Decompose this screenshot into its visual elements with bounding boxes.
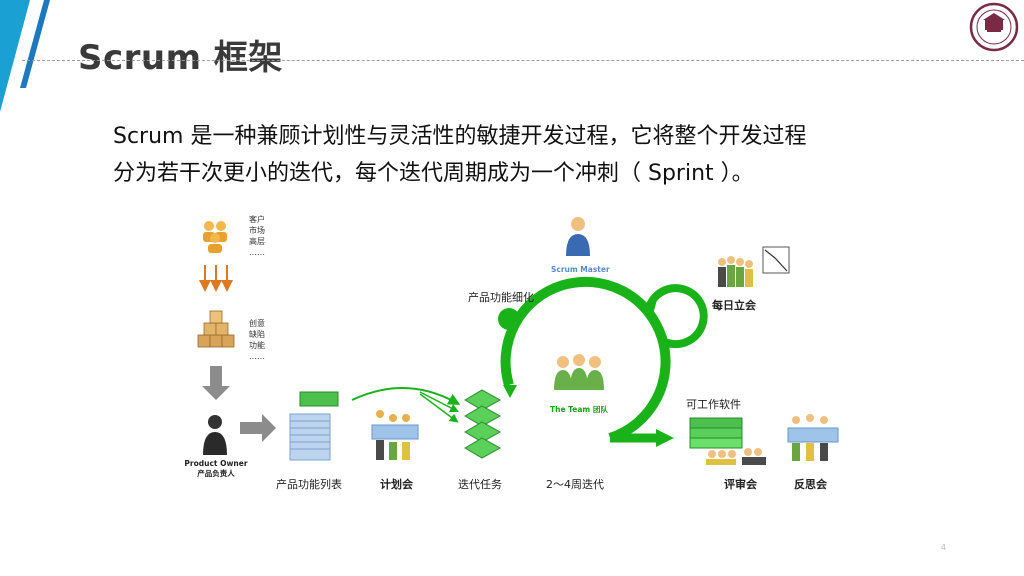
boxes-icon — [197, 310, 235, 348]
intro-paragraph: Scrum 是一种兼顾计划性与灵活性的敏捷开发过程，它将整个开发过程 分为若干次… — [113, 118, 943, 192]
university-seal-icon — [969, 2, 1019, 52]
refinement-dot — [498, 308, 520, 330]
daily-standup-icon — [718, 256, 753, 287]
review-meeting-icon — [706, 448, 766, 465]
product-owner-icon — [203, 415, 227, 455]
planning-meeting-label: 计划会 — [380, 478, 413, 491]
burndown-chart-icon — [762, 246, 790, 274]
review-meeting-label: 评审会 — [724, 478, 757, 491]
sprint-length-label: 2～4周迭代 — [546, 478, 604, 491]
gray-down-arrow-icon — [202, 366, 230, 400]
scrum-master-label: Scrum Master — [551, 265, 610, 274]
title-divider — [22, 60, 1024, 61]
refinement-label: 产品功能细化 — [468, 291, 534, 304]
retrospective-meeting-icon — [787, 414, 839, 461]
intro-line-2: 分为若干次更小的迭代，每个迭代周期成为一个冲刺（ Sprint ）。 — [113, 161, 754, 186]
working-software-icon — [689, 417, 743, 449]
inputs-label: 创意缺陷 功能…… — [249, 319, 265, 361]
daily-cycle-arrow — [644, 284, 708, 349]
slide-title: Scrum 框架 — [78, 38, 283, 78]
page-number: 4 — [940, 543, 946, 552]
gray-right-arrow-icon — [240, 414, 276, 442]
sprint-backlog-label: 迭代任务 — [458, 478, 502, 491]
retrospective-label: 反思会 — [794, 478, 827, 491]
daily-standup-label: 每日立会 — [712, 299, 756, 312]
team-label: The Team 团队 — [550, 405, 608, 414]
working-software-label: 可工作软件 — [686, 398, 741, 411]
product-backlog-stack-icon — [289, 391, 339, 461]
intro-line-1: Scrum 是一种兼顾计划性与灵活性的敏捷开发过程，它将整个开发过程 — [113, 124, 807, 149]
corner-decoration — [0, 0, 50, 112]
team-icon — [554, 354, 604, 390]
sprint-backlog-stack-icon — [464, 389, 502, 459]
product-backlog-label: 产品功能列表 — [276, 478, 342, 491]
stakeholders-label: 客户市场 高层…… — [249, 215, 265, 257]
planning-meeting-icon — [371, 410, 419, 460]
scrum-master-icon — [566, 217, 590, 256]
output-arrow-icon — [656, 429, 674, 447]
stakeholders-people-icon — [203, 221, 227, 253]
